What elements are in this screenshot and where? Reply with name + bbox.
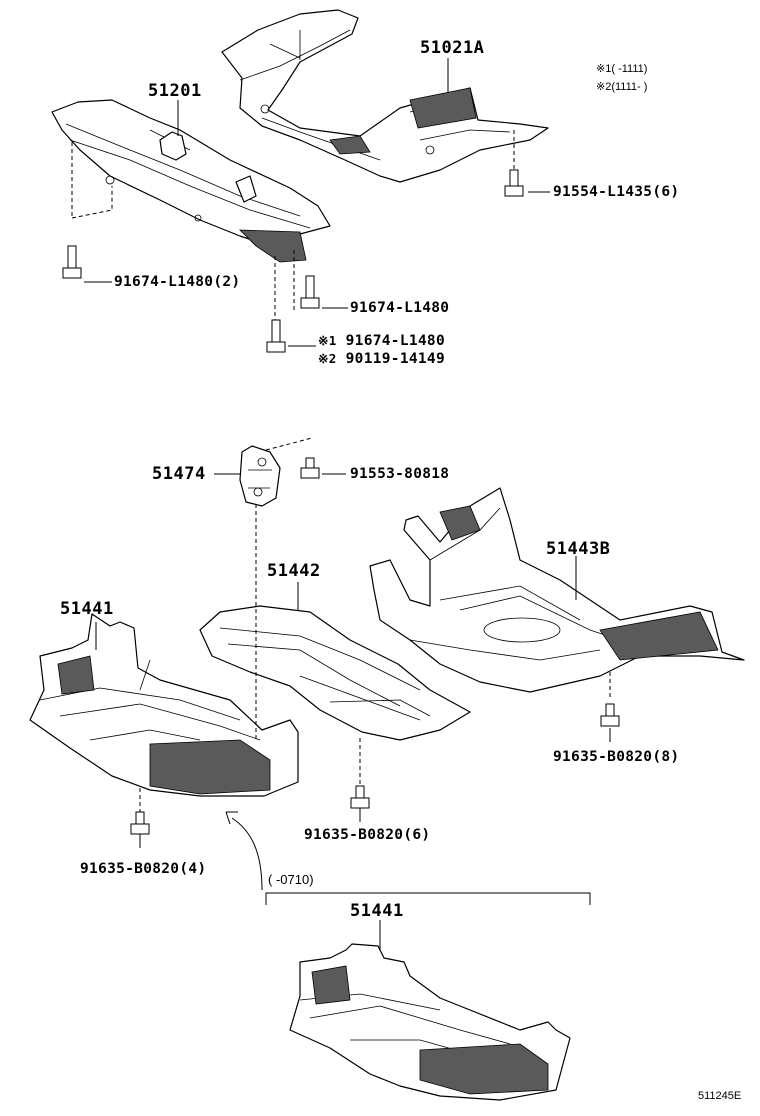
variant-range: ( -0710) bbox=[268, 872, 314, 887]
rear-cover-51443b[interactable] bbox=[369, 487, 745, 693]
bolt-icon bbox=[130, 811, 150, 835]
fastener-91635-b0820-6[interactable]: 91635-B0820(6) bbox=[304, 827, 431, 843]
rear-crossmember-51021a[interactable] bbox=[221, 9, 549, 183]
bolt-icon bbox=[504, 169, 524, 197]
part-number-51201[interactable]: 51201 bbox=[148, 81, 202, 101]
fastener-91635-b0820-4[interactable]: 91635-B0820(4) bbox=[80, 861, 207, 877]
alt2-mark: ※2 bbox=[318, 351, 337, 366]
note2-range: (1111- ) bbox=[611, 81, 648, 93]
fastener-91674-l1480[interactable]: 91674-L1480 bbox=[350, 300, 450, 316]
fastener-91674-l1480-2[interactable]: 91674-L1480(2) bbox=[114, 274, 241, 290]
fastener-alt1[interactable]: 91674-L1480 bbox=[345, 333, 445, 349]
variant-arrow bbox=[231, 817, 263, 891]
alt1-mark: ※1 bbox=[318, 333, 337, 348]
fastener-91553-80818[interactable]: 91553-80818 bbox=[350, 466, 450, 482]
front-cover-51441-alt[interactable] bbox=[289, 943, 571, 1101]
bolt-icon bbox=[300, 275, 320, 309]
fastener-91635-b0820-8[interactable]: 91635-B0820(8) bbox=[553, 749, 680, 765]
part-number-51441[interactable]: 51441 bbox=[60, 599, 114, 619]
fastener-alt2[interactable]: 90119-14149 bbox=[345, 351, 445, 367]
fastener-91554-l1435[interactable]: 91554-L1435(6) bbox=[553, 184, 680, 200]
front-cover-51441[interactable] bbox=[29, 613, 299, 797]
part-number-51442[interactable]: 51442 bbox=[267, 561, 321, 581]
variant-bracket bbox=[265, 892, 591, 905]
note1-range: ( -1111) bbox=[611, 63, 648, 75]
front-crossmember-51201[interactable] bbox=[51, 99, 331, 263]
note2-mark: ※2 bbox=[596, 81, 612, 93]
diagram-id: 511245E bbox=[698, 1090, 742, 1102]
part-number-51441-alt[interactable]: 51441 bbox=[350, 901, 404, 921]
bolt-icon bbox=[350, 785, 370, 809]
bolt-icon bbox=[300, 457, 320, 479]
part-number-51474[interactable]: 51474 bbox=[152, 464, 206, 484]
bracket-51474[interactable] bbox=[239, 445, 281, 507]
bolt-icon bbox=[62, 245, 82, 279]
part-number-51443b[interactable]: 51443B bbox=[546, 539, 611, 559]
bolt-icon bbox=[266, 319, 286, 353]
note1-mark: ※1 bbox=[596, 63, 612, 75]
bolt-icon bbox=[600, 703, 620, 727]
center-cover-51442[interactable] bbox=[199, 605, 471, 741]
part-number-51021a[interactable]: 51021A bbox=[420, 38, 485, 58]
